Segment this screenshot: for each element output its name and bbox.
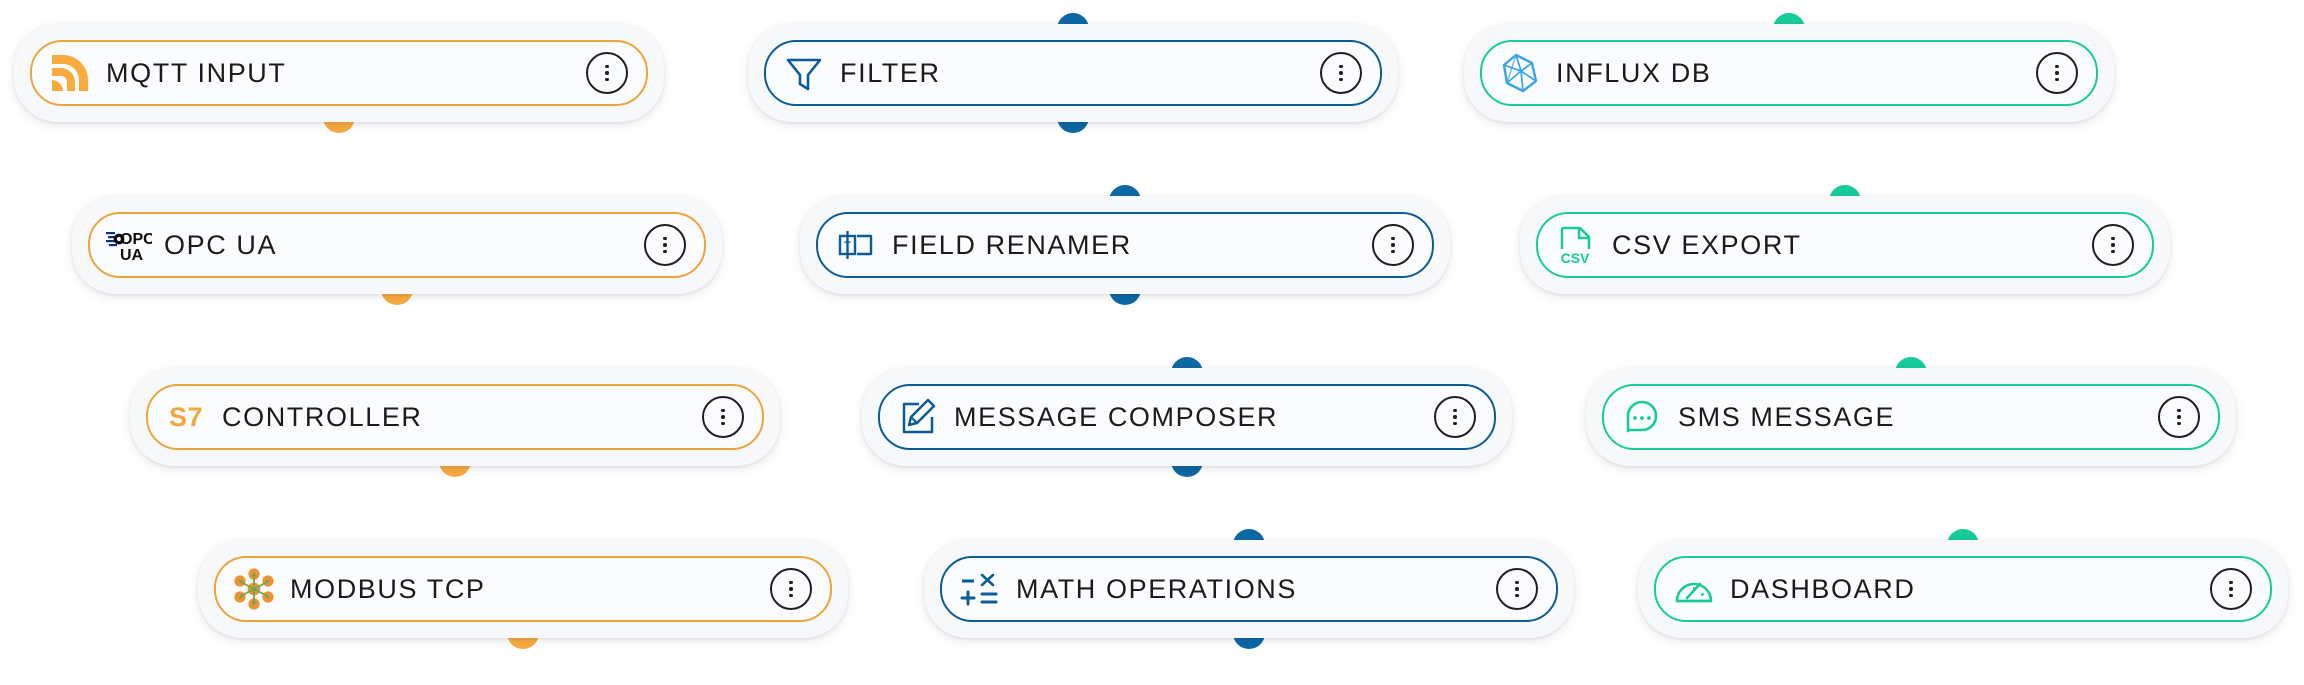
kebab-menu-icon[interactable] (770, 568, 812, 610)
node-label-influx-db: INFLUX DB (1556, 57, 1712, 88)
opc-ua-logo-icon: OPC UA (106, 223, 152, 267)
node-message-composer[interactable]: MESSAGE COMPOSER (862, 368, 1512, 466)
modbus-hub-icon (234, 568, 274, 610)
node-body-opc-ua[interactable]: OPC UA OPC UA (88, 212, 706, 278)
gauge-dashboard-icon (1672, 567, 1716, 611)
node-influx-db[interactable]: INFLUX DB (1464, 24, 2114, 122)
kebab-menu-icon[interactable] (2092, 224, 2134, 266)
field-rename-icon: T (834, 223, 878, 267)
modbus-hub-icon (232, 567, 276, 611)
node-label-filter: FILTER (840, 57, 941, 88)
node-filter[interactable]: FILTER (748, 24, 1398, 122)
kebab-menu-icon[interactable] (1372, 224, 1414, 266)
node-s7-controller[interactable]: S7 CONTROLLER (130, 368, 780, 466)
node-label-message-composer: MESSAGE COMPOSER (954, 401, 1279, 432)
node-mqtt-input[interactable]: MQTT INPUT (14, 24, 664, 122)
sms-chat-bubble-icon (1620, 395, 1664, 439)
node-body-mqtt-input[interactable]: MQTT INPUT (30, 40, 648, 106)
kebab-menu-icon[interactable] (2036, 52, 2078, 94)
kebab-menu-icon[interactable] (1496, 568, 1538, 610)
compose-pencil-icon (896, 395, 940, 439)
node-math-operations[interactable]: MATH OPERATIONS (924, 540, 1574, 638)
funnel-filter-icon (782, 51, 826, 95)
node-body-math-operations[interactable]: MATH OPERATIONS (940, 556, 1558, 622)
node-body-sms-message[interactable]: SMS MESSAGE (1602, 384, 2220, 450)
kebab-menu-icon[interactable] (644, 224, 686, 266)
kebab-menu-icon[interactable] (586, 52, 628, 94)
s7-text-icon: S7 (168, 401, 204, 432)
kebab-menu-icon[interactable] (1320, 52, 1362, 94)
node-label-math-operations: MATH OPERATIONS (1016, 573, 1298, 604)
node-body-s7-controller[interactable]: S7 CONTROLLER (146, 384, 764, 450)
compose-pencil-icon (902, 398, 936, 434)
node-opc-ua[interactable]: OPC UA OPC UA (72, 196, 722, 294)
kebab-menu-icon[interactable] (2158, 396, 2200, 438)
node-label-s7-controller: CONTROLLER (222, 401, 423, 432)
svg-text:OPC: OPC (120, 231, 152, 248)
csv-file-icon: CSV (1561, 226, 1591, 266)
sms-chat-bubble-icon (1626, 400, 1658, 433)
node-body-influx-db[interactable]: INFLUX DB (1480, 40, 2098, 106)
node-label-mqtt-input: MQTT INPUT (106, 57, 287, 88)
kebab-menu-icon[interactable] (2210, 568, 2252, 610)
node-modbus-tcp[interactable]: MODBUS TCP (198, 540, 848, 638)
node-body-field-renamer[interactable]: T FIELD RENAMER (816, 212, 1434, 278)
node-label-sms-message: SMS MESSAGE (1678, 401, 1896, 432)
math-symbols-icon (958, 567, 1002, 611)
node-body-modbus-tcp[interactable]: MODBUS TCP (214, 556, 832, 622)
math-symbols-icon (960, 573, 998, 606)
kebab-menu-icon[interactable] (702, 396, 744, 438)
mqtt-signal-icon (48, 51, 92, 95)
node-label-modbus-tcp: MODBUS TCP (290, 573, 486, 604)
node-dashboard[interactable]: DASHBOARD (1638, 540, 2288, 638)
node-body-csv-export[interactable]: CSV CSV EXPORT (1536, 212, 2154, 278)
kebab-menu-icon[interactable] (1434, 396, 1476, 438)
node-field-renamer[interactable]: T FIELD RENAMER (800, 196, 1450, 294)
node-body-dashboard[interactable]: DASHBOARD (1654, 556, 2272, 622)
node-sms-message[interactable]: SMS MESSAGE (1586, 368, 2236, 466)
node-label-dashboard: DASHBOARD (1730, 573, 1916, 604)
influxdb-logo-icon (1498, 51, 1542, 95)
node-csv-export[interactable]: CSV CSV EXPORT (1520, 196, 2170, 294)
influxdb-logo-icon (1502, 53, 1538, 93)
node-body-filter[interactable]: FILTER (764, 40, 1382, 106)
node-body-message-composer[interactable]: MESSAGE COMPOSER (878, 384, 1496, 450)
mqtt-signal-icon (52, 55, 88, 91)
node-label-field-renamer: FIELD RENAMER (892, 229, 1132, 260)
node-label-opc-ua: OPC UA (164, 229, 278, 260)
field-rename-icon: T (838, 231, 873, 259)
gauge-dashboard-icon (1675, 582, 1713, 603)
s7-text-icon: S7 (164, 395, 208, 439)
svg-text:CSV: CSV (1561, 250, 1590, 266)
svg-text:UA: UA (120, 247, 144, 264)
csv-file-icon: CSV (1554, 223, 1598, 267)
node-label-csv-export: CSV EXPORT (1612, 229, 1802, 260)
funnel-filter-icon (786, 58, 822, 91)
opc-ua-logo-icon: OPC UA (106, 225, 152, 265)
